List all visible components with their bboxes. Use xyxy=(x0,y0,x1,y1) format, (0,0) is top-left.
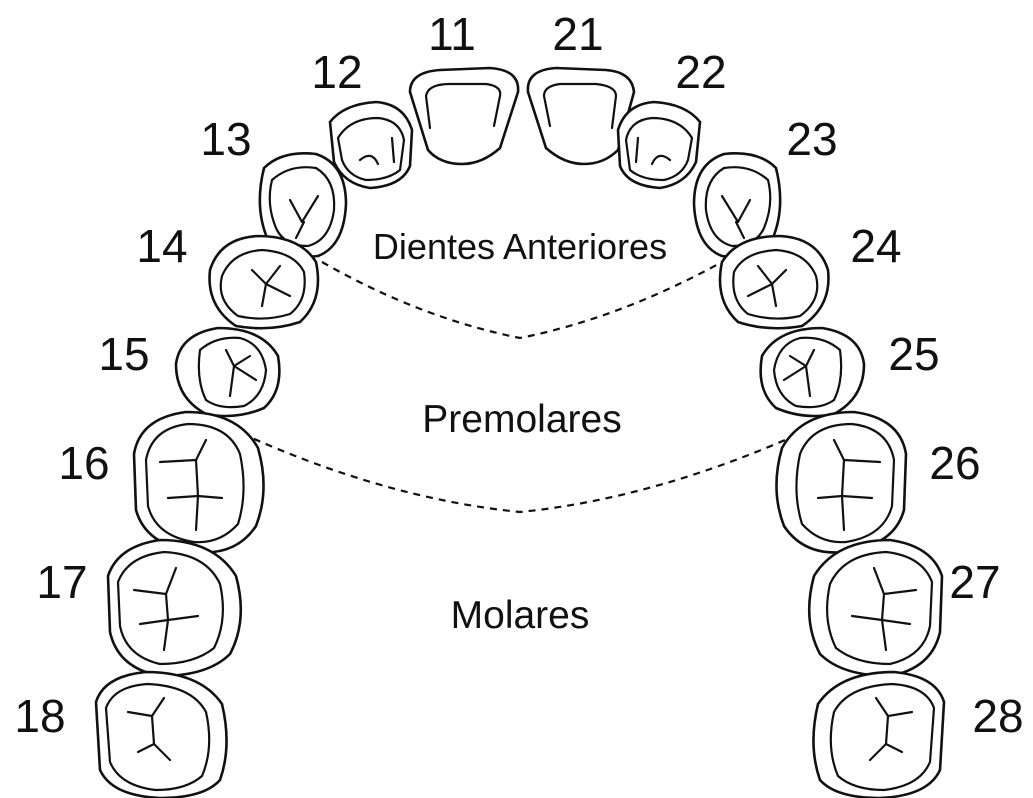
tooth-label-18: 18 xyxy=(14,690,65,742)
tooth-28[interactable] xyxy=(812,670,946,798)
tooth-label-26: 26 xyxy=(929,437,980,489)
tooth-14[interactable] xyxy=(208,234,320,330)
tooth-label-12: 12 xyxy=(311,46,362,98)
tooth-18[interactable] xyxy=(94,670,228,798)
tooth-label-23: 23 xyxy=(786,113,837,165)
tooth-label-21: 21 xyxy=(552,8,603,60)
tooth-label-27: 27 xyxy=(949,556,1000,608)
tooth-label-15: 15 xyxy=(98,328,149,380)
tooth-label-11: 11 xyxy=(428,8,476,60)
tooth-27[interactable] xyxy=(807,538,944,678)
tooth-label-16: 16 xyxy=(58,437,109,489)
tooth-23[interactable] xyxy=(692,152,782,258)
region-label-anterior: Dientes Anteriores xyxy=(373,226,667,267)
region-label-molar: Molares xyxy=(451,594,590,637)
tooth-label-22: 22 xyxy=(675,46,726,98)
tooth-13[interactable] xyxy=(258,152,348,258)
tooth-label-13: 13 xyxy=(200,113,251,165)
region-label-premolar: Premolares xyxy=(422,398,621,441)
tooth-17[interactable] xyxy=(106,538,243,678)
premolar-molar-divider xyxy=(229,427,813,514)
tooth-11[interactable] xyxy=(408,66,520,166)
tooth-label-17: 17 xyxy=(36,556,87,608)
tooth-label-24: 24 xyxy=(850,220,901,272)
tooth-16[interactable] xyxy=(132,410,265,554)
tooth-12[interactable] xyxy=(328,100,414,190)
tooth-label-28: 28 xyxy=(972,690,1023,742)
tooth-24[interactable] xyxy=(718,234,830,330)
tooth-25[interactable] xyxy=(759,326,866,418)
tooth-26[interactable] xyxy=(775,410,908,554)
anterior-premolar-divider xyxy=(321,261,723,340)
tooth-label-25: 25 xyxy=(888,328,939,380)
tooth-22[interactable] xyxy=(616,100,702,190)
tooth-15[interactable] xyxy=(174,326,281,418)
tooth-label-14: 14 xyxy=(136,220,187,272)
